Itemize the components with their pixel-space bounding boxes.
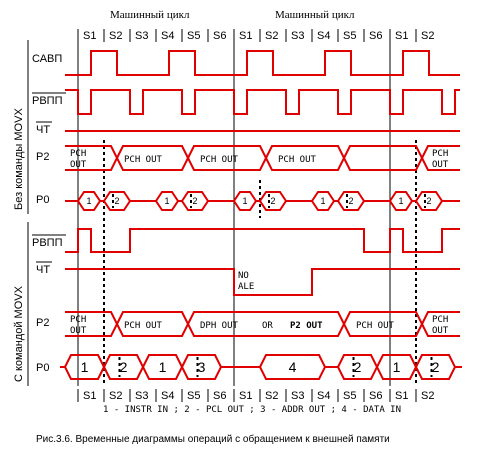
signal-label-cht-2: ЧТ <box>36 264 50 276</box>
p2-bottom-dph: DPH OUT <box>200 321 239 331</box>
packet-number: 2 <box>114 196 119 206</box>
state-label: S3 <box>291 30 304 42</box>
bus-p2-top <box>65 145 460 171</box>
bus-p0-bottom: 1 2 1 3 4 2 1 2 <box>60 354 462 380</box>
state-label: S2 <box>421 390 434 402</box>
p2-bottom-seg-4: PCH OUT <box>356 321 395 331</box>
packet-number: 1 <box>242 196 247 206</box>
group-label-with-movx: С командой MOVX <box>13 285 25 382</box>
state-label: S1 <box>239 390 252 402</box>
signal-label-p2-2: P2 <box>36 317 49 329</box>
state-label: S1 <box>395 30 408 42</box>
state-label: S6 <box>213 30 226 42</box>
machine-cycle-label-1: Машинный цикл <box>110 9 190 21</box>
packet-number: 2 <box>426 196 431 206</box>
legend: 1 - INSTR IN ; 2 - PCL OUT ; 3 - ADDR OU… <box>103 405 401 415</box>
machine-cycle-label-2: Машинный цикл <box>275 9 355 21</box>
p2-bottom-pch-1: PCH <box>70 315 86 325</box>
state-label: S2 <box>265 30 278 42</box>
state-row-top: S1 S2 S3 S4 S5 S6 S1 S2 S3 S4 S5 S6 S1 S2 <box>77 29 434 42</box>
state-label: S1 <box>83 390 96 402</box>
state-label: S2 <box>265 390 278 402</box>
waveform-rvpp <box>65 89 460 115</box>
state-label: S6 <box>213 390 226 402</box>
waveform-cht-2 <box>65 268 460 296</box>
state-label: S2 <box>109 30 122 42</box>
bus-p2-bottom <box>65 311 460 337</box>
packet-number: 2 <box>120 359 128 375</box>
signal-label-rvpp-2: РВПП <box>32 237 63 249</box>
waveform-savp <box>65 50 460 76</box>
signal-label-p0-2: P0 <box>36 362 49 374</box>
packet-number: 1 <box>159 359 167 375</box>
state-label: S1 <box>239 30 252 42</box>
waveform-rvpp-2 <box>65 228 460 253</box>
signal-label-p0: P0 <box>36 194 49 206</box>
p2-bottom-pch-2: PCH <box>432 315 448 325</box>
packet-number: 2 <box>270 196 275 206</box>
packet-number: 3 <box>198 359 206 375</box>
state-label: S1 <box>395 390 408 402</box>
state-label: S2 <box>109 390 122 402</box>
packet-number: 1 <box>86 196 91 206</box>
state-row-bottom: S1 S2 S3 S4 S5 S6 S1 S2 S3 S4 S5 S6 S1 S2 <box>77 389 434 402</box>
signal-label-cht: ЧТ <box>36 124 50 136</box>
state-label: S6 <box>369 390 382 402</box>
p2-top-pch-1: PCH <box>70 149 86 159</box>
packet-number: 1 <box>81 359 89 375</box>
packet-number: 2 <box>354 359 362 375</box>
packet-number: 1 <box>320 196 325 206</box>
state-label: S1 <box>83 30 96 42</box>
state-label: S5 <box>187 30 200 42</box>
signal-label-savp: САВП <box>32 53 62 65</box>
cycle-boundaries <box>77 30 417 386</box>
state-label: S3 <box>291 390 304 402</box>
cht-note-ale: ALE <box>238 282 254 292</box>
signal-label-p2: P2 <box>36 151 49 163</box>
cht-note-no: NO <box>238 271 249 281</box>
packet-number: 1 <box>393 359 401 375</box>
state-label: S3 <box>135 390 148 402</box>
state-label: S5 <box>343 390 356 402</box>
p2-bottom-p2out: P2 OUT <box>290 321 323 331</box>
p2-top-seg-2: PCH OUT <box>124 155 163 165</box>
signal-label-rvpp: РВПП <box>32 95 63 107</box>
state-label: S3 <box>135 30 148 42</box>
state-label: S6 <box>369 30 382 42</box>
figure-caption: Рис.3.6. Временные диаграммы операций с … <box>36 433 390 445</box>
p2-bottom-seg-2: PCH OUT <box>124 321 163 331</box>
p2-top-out-2: OUT <box>432 160 449 170</box>
state-label: S4 <box>317 30 330 42</box>
state-label: S5 <box>343 30 356 42</box>
packet-number: 2 <box>192 196 197 206</box>
state-label: S2 <box>421 30 434 42</box>
group-label-without-movx: Без команды MOVX <box>13 108 25 210</box>
p2-bottom-or: OR <box>262 321 273 331</box>
packet-number: 1 <box>164 196 169 206</box>
p2-bottom-out-2: OUT <box>432 326 449 336</box>
state-label: S4 <box>161 30 174 42</box>
packet-number: 2 <box>432 359 440 375</box>
p2-top-seg-4: PCH OUT <box>278 155 317 165</box>
state-label: S4 <box>161 390 174 402</box>
bus-p0-top: 1 2 1 2 1 2 1 2 1 2 <box>65 191 460 211</box>
p2-top-seg-3: PCH OUT <box>200 155 239 165</box>
p2-top-out-1: OUT <box>70 160 87 170</box>
state-label: S5 <box>187 390 200 402</box>
p2-top-pch-2: PCH <box>432 149 448 159</box>
state-label: S4 <box>317 390 330 402</box>
packet-number: 2 <box>348 196 353 206</box>
packet-number: 1 <box>398 196 403 206</box>
p2-bottom-out-1: OUT <box>70 326 87 336</box>
packet-number: 4 <box>289 359 297 375</box>
